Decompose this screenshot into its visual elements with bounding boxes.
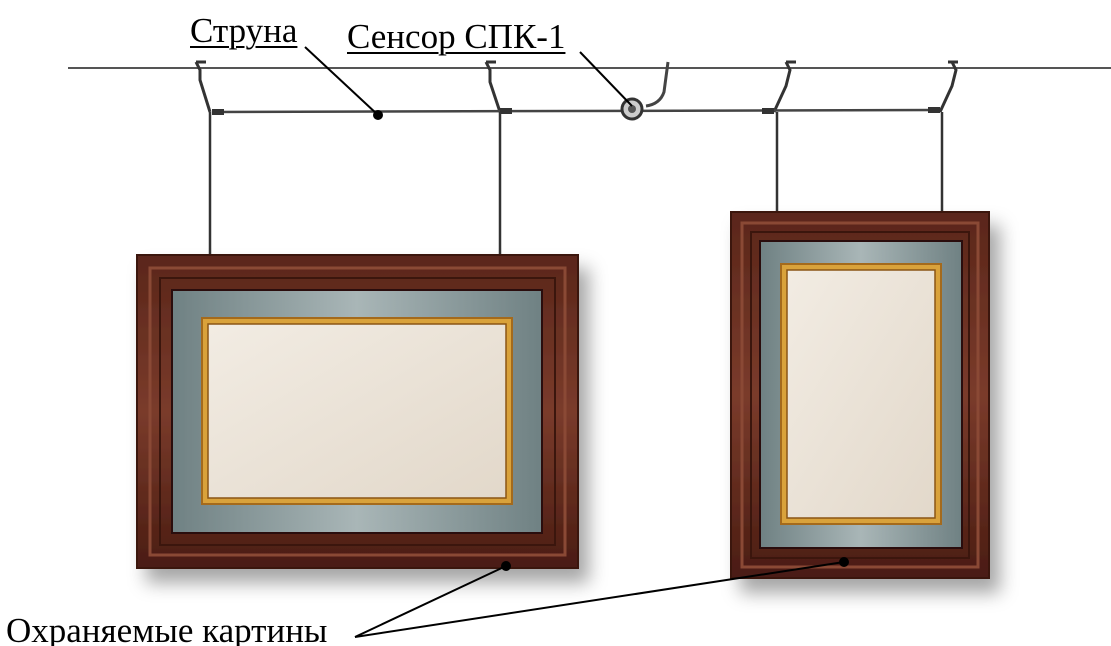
leader-dots — [373, 110, 849, 571]
hanging-wires — [208, 112, 944, 255]
label-sensor: Сенсор СПК-1 — [347, 17, 566, 56]
label-protected-paintings: Охраняемые картины — [6, 611, 328, 646]
string-clips — [212, 107, 940, 115]
rail-hooks — [194, 60, 958, 113]
sensor-spk1 — [620, 61, 670, 121]
security-string — [211, 108, 941, 114]
painting-left — [136, 254, 579, 569]
label-string: Струна — [190, 11, 298, 50]
painting-right — [730, 211, 990, 579]
leader-lines — [304, 46, 845, 638]
